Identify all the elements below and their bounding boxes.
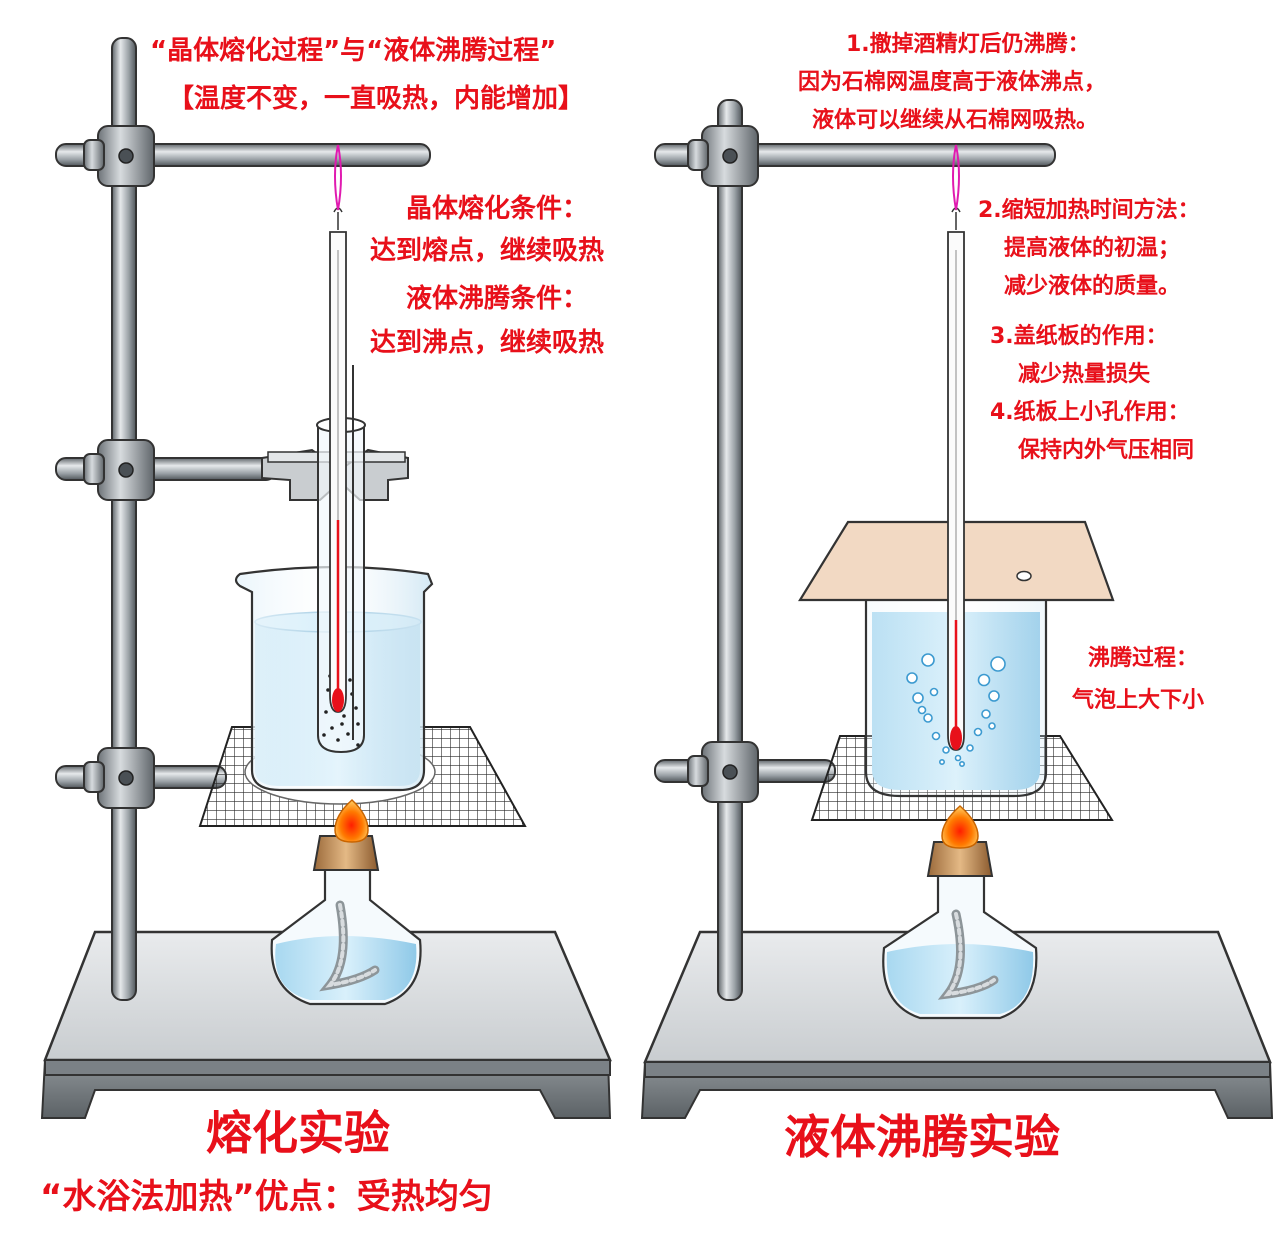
left-header-line2: 【温度不变，一直吸热，内能增加】: [168, 84, 585, 114]
note2-line2: 减少液体的质量。: [1004, 274, 1181, 299]
boiling-process-text: 气泡上大下小: [1072, 688, 1205, 713]
note3-title: 3.盖纸板的作用：: [990, 324, 1168, 349]
left-clamp-middle: [83, 439, 155, 501]
boiling-process-title: 沸腾过程：: [1088, 646, 1199, 671]
left-hanging-string: [334, 144, 342, 211]
note3-text: 减少热量损失: [1018, 362, 1151, 387]
right-stand-rod: [717, 99, 743, 1001]
right-thermometer: [947, 207, 965, 751]
note1-line2: 液体可以继续从石棉网吸热。: [812, 108, 1099, 133]
boiling-bubbles: [906, 653, 1006, 767]
left-alcohol-lamp: [270, 798, 422, 1006]
left-caption: 熔化实验: [206, 1106, 390, 1160]
left-thermometer: [329, 207, 347, 713]
boiling-condition-text: 达到沸点，继续吸热: [370, 328, 605, 358]
left-clamp-top: [83, 125, 155, 187]
note2-title: 2.缩短加热时间方法：: [978, 198, 1200, 223]
left-clamp-lower: [83, 747, 155, 809]
right-hanging-string: [952, 144, 960, 211]
right-clamp-top: [687, 125, 759, 187]
right-flame: [941, 804, 979, 849]
boiling-condition-title: 液体沸腾条件：: [406, 284, 589, 314]
melting-condition-title: 晶体熔化条件：: [406, 194, 589, 224]
note4-title: 4.纸板上小孔作用：: [990, 400, 1190, 425]
cover-small-hole: [1016, 570, 1032, 582]
note2-line1: 提高液体的初温；: [1004, 236, 1181, 261]
melting-condition-text: 达到熔点，继续吸热: [370, 236, 605, 266]
note4-text: 保持内外气压相同: [1018, 438, 1195, 463]
left-flame: [334, 798, 369, 843]
left-header-line1: “晶体熔化过程”与“液体沸腾过程”: [150, 36, 557, 66]
left-subcaption: “水浴法加热”优点：受热均匀: [40, 1177, 493, 1217]
right-alcohol-lamp: [882, 804, 1038, 1020]
right-clamp-lower: [687, 741, 759, 803]
note1-title: 1.撤掉酒精灯后仍沸腾：: [846, 32, 1090, 57]
left-apparatus: [40, 37, 612, 1119]
right-caption: 液体沸腾实验: [784, 1110, 1060, 1164]
note1-line1: 因为石棉网温度高于液体沸点，: [798, 70, 1107, 95]
right-apparatus: [640, 99, 1274, 1119]
